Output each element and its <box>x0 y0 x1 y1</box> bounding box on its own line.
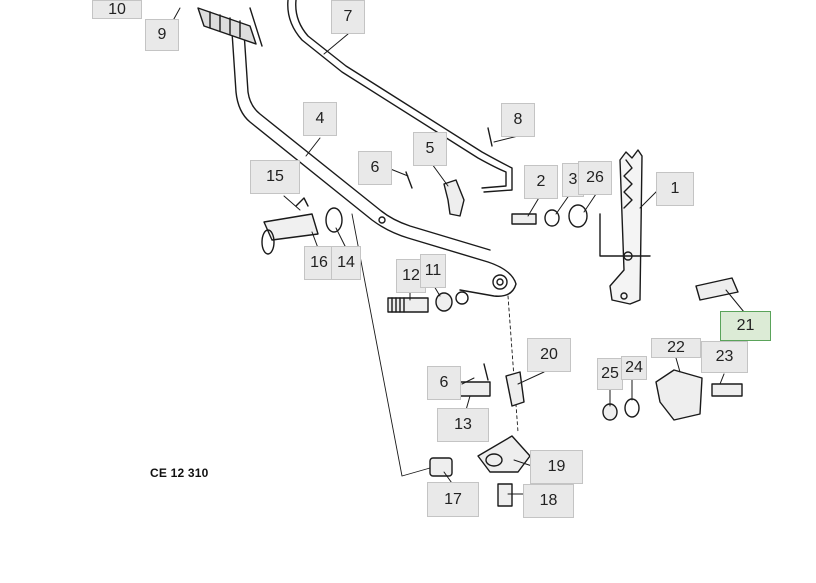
callout-25[interactable]: 25 <box>597 358 623 390</box>
callout-19[interactable]: 19 <box>530 450 583 484</box>
bracket-part-22 <box>655 369 703 421</box>
clevis-part-19 <box>477 435 531 473</box>
washer-part-24 <box>624 398 640 418</box>
pin-part-16 <box>261 197 319 255</box>
callout-13[interactable]: 13 <box>437 408 489 442</box>
bolt-part-23 <box>711 383 743 397</box>
callout-2[interactable]: 2 <box>524 165 558 199</box>
callout-26[interactable]: 26 <box>578 161 612 195</box>
catalog-code: CE 12 310 <box>150 466 209 480</box>
leader-guides <box>351 213 519 477</box>
split-pin-part-6b <box>483 363 489 381</box>
callout-15[interactable]: 15 <box>250 160 300 194</box>
bolt-part-12 <box>387 297 429 313</box>
callout-17[interactable]: 17 <box>427 482 479 517</box>
pin-part-21 <box>695 277 739 301</box>
callout-10[interactable]: 10 <box>92 0 142 19</box>
callout-20[interactable]: 20 <box>527 338 571 372</box>
washer-part-26 <box>568 204 588 228</box>
pedal-tread <box>197 7 263 47</box>
callout-22[interactable]: 22 <box>651 338 701 358</box>
callout-4[interactable]: 4 <box>303 102 337 136</box>
callout-6-lower[interactable]: 6 <box>427 366 461 400</box>
bolt-part-2 <box>511 213 537 225</box>
pin-part-13 <box>459 381 491 397</box>
split-pin-part-8 <box>487 127 493 147</box>
callout-1[interactable]: 1 <box>656 172 694 206</box>
callout-16[interactable]: 16 <box>304 246 334 280</box>
bush-part-17 <box>429 457 453 477</box>
bolt-part-18 <box>497 483 513 507</box>
block-part-20 <box>505 371 525 407</box>
washer-part-14 <box>325 207 343 233</box>
callout-5[interactable]: 5 <box>413 132 447 166</box>
callout-8[interactable]: 8 <box>501 103 535 137</box>
callout-9[interactable]: 9 <box>145 19 179 51</box>
lever-arm-part-4 <box>231 31 517 297</box>
bush-part-11 <box>435 292 453 312</box>
callout-7[interactable]: 7 <box>331 0 365 34</box>
washer-part-3 <box>544 209 560 227</box>
callout-18[interactable]: 18 <box>523 484 574 518</box>
callout-23[interactable]: 23 <box>701 341 748 373</box>
control-rod-part-7 <box>287 0 513 193</box>
bracket-part-5 <box>443 179 465 217</box>
split-pin-part-6 <box>405 171 413 189</box>
callout-21[interactable]: 21 <box>720 311 771 341</box>
sector-plate-part-1 <box>599 149 651 305</box>
callout-6-upper[interactable]: 6 <box>358 151 392 185</box>
callout-24[interactable]: 24 <box>621 356 647 380</box>
callout-11[interactable]: 11 <box>420 254 446 288</box>
callout-14[interactable]: 14 <box>331 246 361 280</box>
